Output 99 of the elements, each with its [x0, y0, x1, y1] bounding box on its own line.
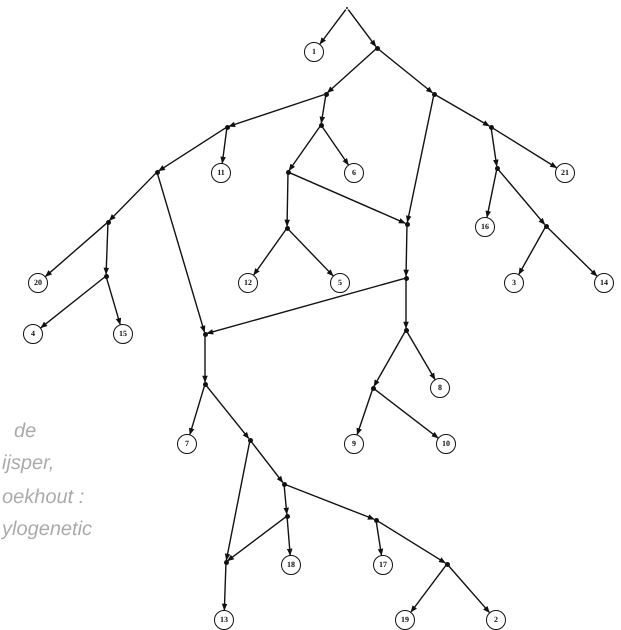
taxon-node: 10 — [436, 434, 456, 454]
taxon-node: 6 — [344, 163, 364, 183]
arrow — [108, 172, 156, 222]
arrow — [490, 128, 499, 167]
junction-dot — [432, 92, 436, 96]
taxon-node: 11 — [211, 163, 231, 183]
taxon-node: 16 — [475, 217, 495, 237]
taxon-node: 12 — [238, 273, 258, 293]
junction-dot — [494, 166, 500, 170]
arrow — [435, 94, 490, 127]
arrow — [377, 520, 446, 564]
junction-dot — [286, 170, 290, 174]
arrow — [376, 522, 384, 556]
arrow — [403, 226, 409, 277]
arrow — [283, 486, 290, 515]
arrow — [288, 126, 320, 171]
citation-text: ylogenetic — [2, 518, 92, 541]
arrow — [290, 172, 406, 224]
citation-text: oekhout : — [2, 486, 84, 509]
taxon-node: 21 — [555, 163, 575, 183]
taxon-node: 15 — [113, 324, 133, 344]
arrow — [284, 174, 290, 227]
arrow — [222, 564, 228, 611]
arrow — [227, 516, 286, 562]
arrow — [406, 96, 434, 223]
taxon-node: 19 — [395, 610, 415, 630]
junction-dot — [284, 226, 290, 230]
junction-dot — [248, 438, 252, 442]
junction-dot — [202, 332, 208, 336]
junction-dot — [224, 560, 228, 564]
arrow — [106, 278, 122, 326]
taxon-node: 2 — [486, 610, 506, 630]
arrow — [320, 96, 326, 124]
taxon-node: 17 — [373, 555, 393, 575]
arrow — [158, 128, 226, 172]
arrow — [448, 565, 490, 613]
arrow — [286, 518, 292, 556]
junction-dot — [370, 386, 376, 390]
arrow — [373, 331, 406, 387]
taxon-node: 9 — [344, 434, 364, 454]
arrow — [406, 331, 436, 380]
junction-dot — [154, 170, 160, 174]
arrow — [348, 9, 376, 47]
taxon-node: 13 — [214, 610, 234, 630]
junction-dot — [488, 124, 494, 130]
arrow — [189, 386, 206, 436]
arrow — [104, 224, 110, 275]
arrow — [286, 484, 375, 520]
arrow — [486, 170, 498, 218]
citation-text: de — [14, 420, 36, 443]
arrow — [288, 228, 334, 276]
junction-dot — [282, 482, 286, 486]
taxon-node: 5 — [330, 273, 350, 293]
junction-dot — [404, 328, 408, 332]
arrow — [319, 9, 346, 45]
taxon-node: 14 — [594, 273, 614, 293]
junction-dot — [324, 92, 328, 96]
junction-dot — [404, 222, 410, 226]
junction-dot — [202, 382, 208, 386]
junction-dot — [318, 122, 324, 128]
arrow — [206, 385, 250, 439]
arrow — [224, 442, 250, 561]
junction-dot — [104, 274, 108, 278]
taxon-node: 1 — [304, 42, 324, 62]
arrow — [326, 48, 376, 94]
junction-dot — [544, 224, 548, 228]
junction-dot — [404, 276, 408, 280]
arrow — [250, 441, 284, 483]
arrow — [206, 278, 404, 334]
arrow — [322, 126, 349, 166]
arrow — [410, 565, 446, 613]
junction-dot — [284, 514, 290, 518]
taxon-node: 20 — [28, 273, 48, 293]
arrow — [518, 227, 546, 275]
taxon-node: 7 — [177, 434, 197, 454]
arrow — [546, 226, 598, 276]
arrow — [253, 229, 286, 276]
arrow — [228, 94, 324, 128]
taxon-node: 3 — [504, 273, 524, 293]
arrow — [492, 127, 558, 168]
taxon-node: 8 — [430, 378, 450, 398]
arrow — [403, 280, 409, 329]
junction-dot — [224, 124, 230, 130]
junction-dot — [444, 562, 450, 566]
arrow — [356, 390, 374, 436]
arrow — [378, 48, 433, 94]
taxon-node: 4 — [23, 324, 43, 344]
junction-dot — [374, 518, 378, 522]
taxon-node: 18 — [281, 555, 301, 575]
junction-dot — [106, 220, 110, 224]
arrow — [40, 276, 105, 328]
arrow — [220, 128, 228, 164]
arrow — [156, 174, 206, 333]
arrow — [498, 169, 546, 225]
arrow — [45, 222, 107, 277]
arrow — [374, 388, 439, 438]
arrow — [202, 336, 208, 383]
citation-text: ijsper, — [2, 452, 54, 475]
junction-dot — [374, 46, 380, 50]
